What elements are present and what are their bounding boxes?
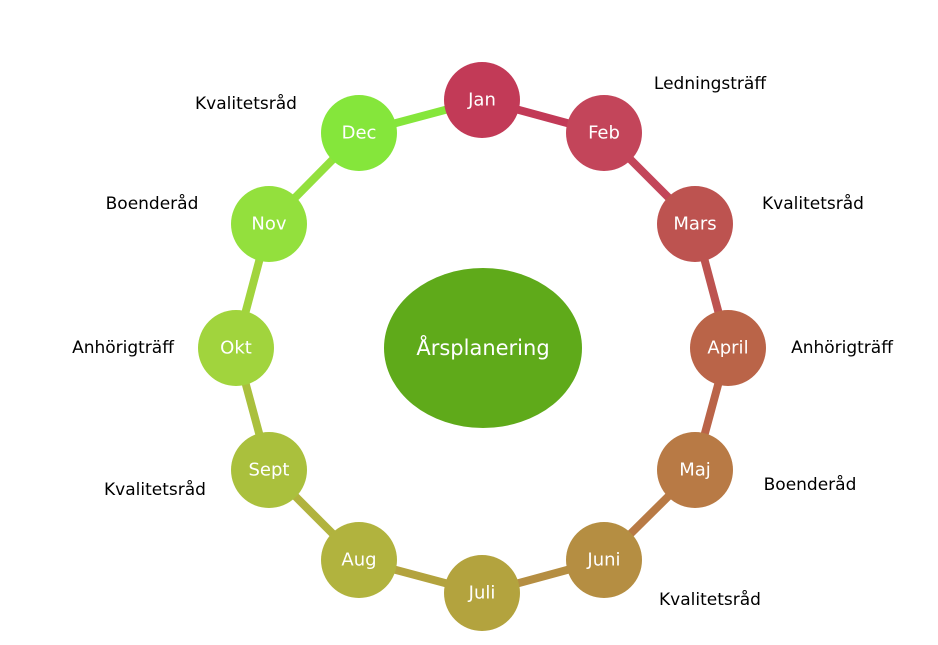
- center-node: Årsplanering: [384, 268, 582, 428]
- connectors: [241, 105, 723, 588]
- month-label: Maj: [679, 460, 711, 481]
- month-node-sept: Sept: [231, 432, 307, 508]
- event-label-okt: Anhörigträff: [72, 338, 175, 358]
- center-label: Årsplanering: [416, 334, 549, 360]
- month-node-mars: Mars: [657, 186, 733, 262]
- month-label: Jan: [467, 90, 496, 111]
- month-label: Aug: [341, 550, 376, 571]
- month-circle: [444, 555, 520, 631]
- event-labels: LedningsträffKvalitetsrådAnhörigträffBoe…: [72, 74, 894, 610]
- month-node-nov: Nov: [231, 186, 307, 262]
- month-node-feb: Feb: [566, 95, 642, 171]
- connector-sept: [241, 381, 264, 437]
- month-label: Mars: [673, 214, 716, 235]
- month-label: Sept: [249, 460, 290, 481]
- month-circle: [231, 186, 307, 262]
- month-circle: [198, 310, 274, 386]
- event-label-juni: Kvalitetsråd: [659, 589, 761, 610]
- connector-juni: [515, 565, 571, 588]
- month-circle: [657, 432, 733, 508]
- event-label-maj: Boenderåd: [764, 474, 857, 495]
- center-ellipse: [384, 268, 582, 428]
- event-label-mars: Kvalitetsråd: [762, 193, 864, 214]
- month-circle: [566, 522, 642, 598]
- month-label: Feb: [588, 123, 620, 144]
- month-label: Dec: [342, 123, 377, 144]
- month-circle: [690, 310, 766, 386]
- month-label: Nov: [251, 214, 286, 235]
- connector-jan: [515, 105, 571, 128]
- month-node-dec: Dec: [321, 95, 397, 171]
- event-label-nov: Boenderåd: [106, 193, 199, 214]
- month-circle: [444, 62, 520, 138]
- connector-maj: [626, 492, 673, 538]
- month-label: Juli: [468, 583, 496, 604]
- month-label: Okt: [220, 338, 252, 359]
- month-circle: [231, 432, 307, 508]
- connector-aug: [291, 492, 337, 538]
- month-circle: [657, 186, 733, 262]
- connector-mars: [700, 257, 723, 315]
- event-label-dec: Kvalitetsråd: [195, 93, 297, 114]
- month-node-juli: Juli: [444, 555, 520, 631]
- month-label: Juni: [586, 550, 620, 571]
- month-node-aug: Aug: [321, 522, 397, 598]
- month-node-okt: Okt: [198, 310, 274, 386]
- month-circle: [321, 95, 397, 171]
- month-circle: [566, 95, 642, 171]
- connector-nov: [291, 155, 337, 202]
- month-node-april: April: [690, 310, 766, 386]
- month-label: April: [707, 338, 748, 359]
- event-label-sept: Kvalitetsråd: [104, 479, 206, 500]
- connector-juli: [392, 565, 449, 588]
- month-node-maj: Maj: [657, 432, 733, 508]
- month-node-jan: Jan: [444, 62, 520, 138]
- event-label-april: Anhörigträff: [791, 338, 894, 358]
- connector-feb: [626, 155, 673, 202]
- connector-okt: [241, 257, 264, 315]
- event-label-feb: Ledningsträff: [654, 74, 767, 94]
- month-node-juni: Juni: [566, 522, 642, 598]
- connector-april: [700, 381, 723, 437]
- month-circle: [321, 522, 397, 598]
- connector-dec: [392, 105, 449, 128]
